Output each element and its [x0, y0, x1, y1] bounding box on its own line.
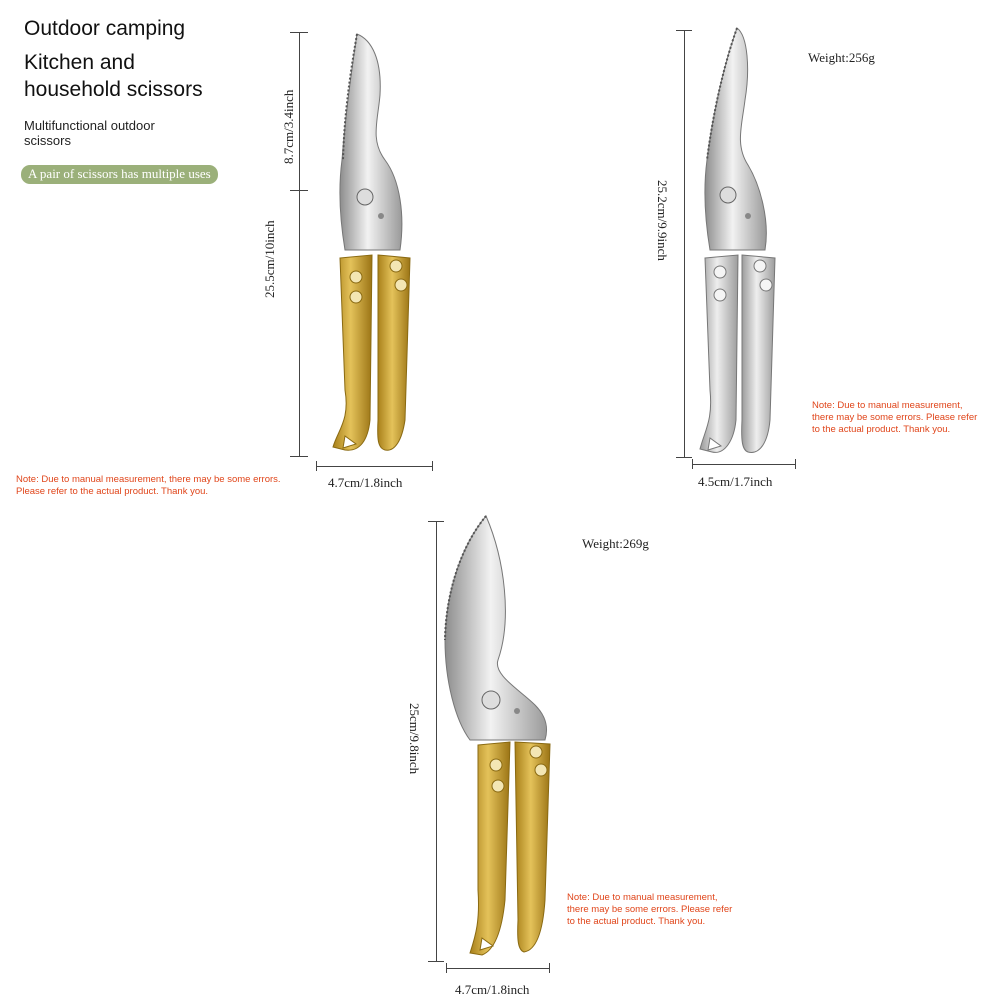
intro-badge: A pair of scissors has multiple uses: [21, 165, 218, 184]
product3-dim-width: 4.7cm/1.8inch: [455, 982, 530, 997]
product3-dim-tick: [549, 963, 550, 973]
product2-dim-tick: [692, 459, 693, 469]
product2-dim-tick: [795, 459, 796, 469]
product1-note-line2: Please refer to the actual product. Than…: [16, 486, 209, 497]
product1-dim-width: 4.7cm/1.8inch: [328, 475, 403, 490]
product1-dim-tick: [316, 461, 317, 471]
intro-subtitle-line1: Multifunctional outdoor: [24, 118, 155, 133]
product1-height-line: [299, 32, 300, 456]
product2-dim-tick: [676, 457, 692, 458]
product3-dim-tick: [446, 963, 447, 973]
product2-dim-width: 4.5cm/1.7inch: [698, 474, 773, 489]
product3-note-line1: Note: Due to manual measurement,: [567, 892, 718, 903]
product2-width-line: [692, 464, 795, 465]
product3-weight: Weight:269g: [582, 536, 649, 551]
product2-weight: Weight:256g: [808, 50, 875, 65]
intro-title-line2: Kitchen and: [24, 51, 135, 74]
product2-note-line3: to the actual product. Thank you.: [812, 424, 951, 435]
product1-dim-tick: [290, 456, 308, 457]
intro-title-line1: Outdoor camping: [24, 17, 186, 40]
intro-subtitle-line2: scissors: [24, 133, 71, 148]
product1-width-line: [316, 466, 432, 467]
product3-note-line2: there may be some errors. Please refer: [567, 904, 733, 915]
product2-height-line: [684, 30, 685, 457]
product3-dim-tick: [428, 961, 444, 962]
product3-note-line3: to the actual product. Thank you.: [567, 916, 706, 927]
product3-width-line: [446, 968, 549, 969]
product1-note-line1: Note: Due to manual measurement, there m…: [16, 474, 281, 485]
product2-note-line2: there may be some errors. Please refer: [812, 412, 978, 423]
intro-title-line3: household scissors: [24, 78, 203, 101]
product2-note-line1: Note: Due to manual measurement,: [812, 400, 963, 411]
product1-dim-tick: [432, 461, 433, 471]
product1-dim-tick: [290, 190, 308, 191]
product3-height-line: [436, 521, 437, 961]
